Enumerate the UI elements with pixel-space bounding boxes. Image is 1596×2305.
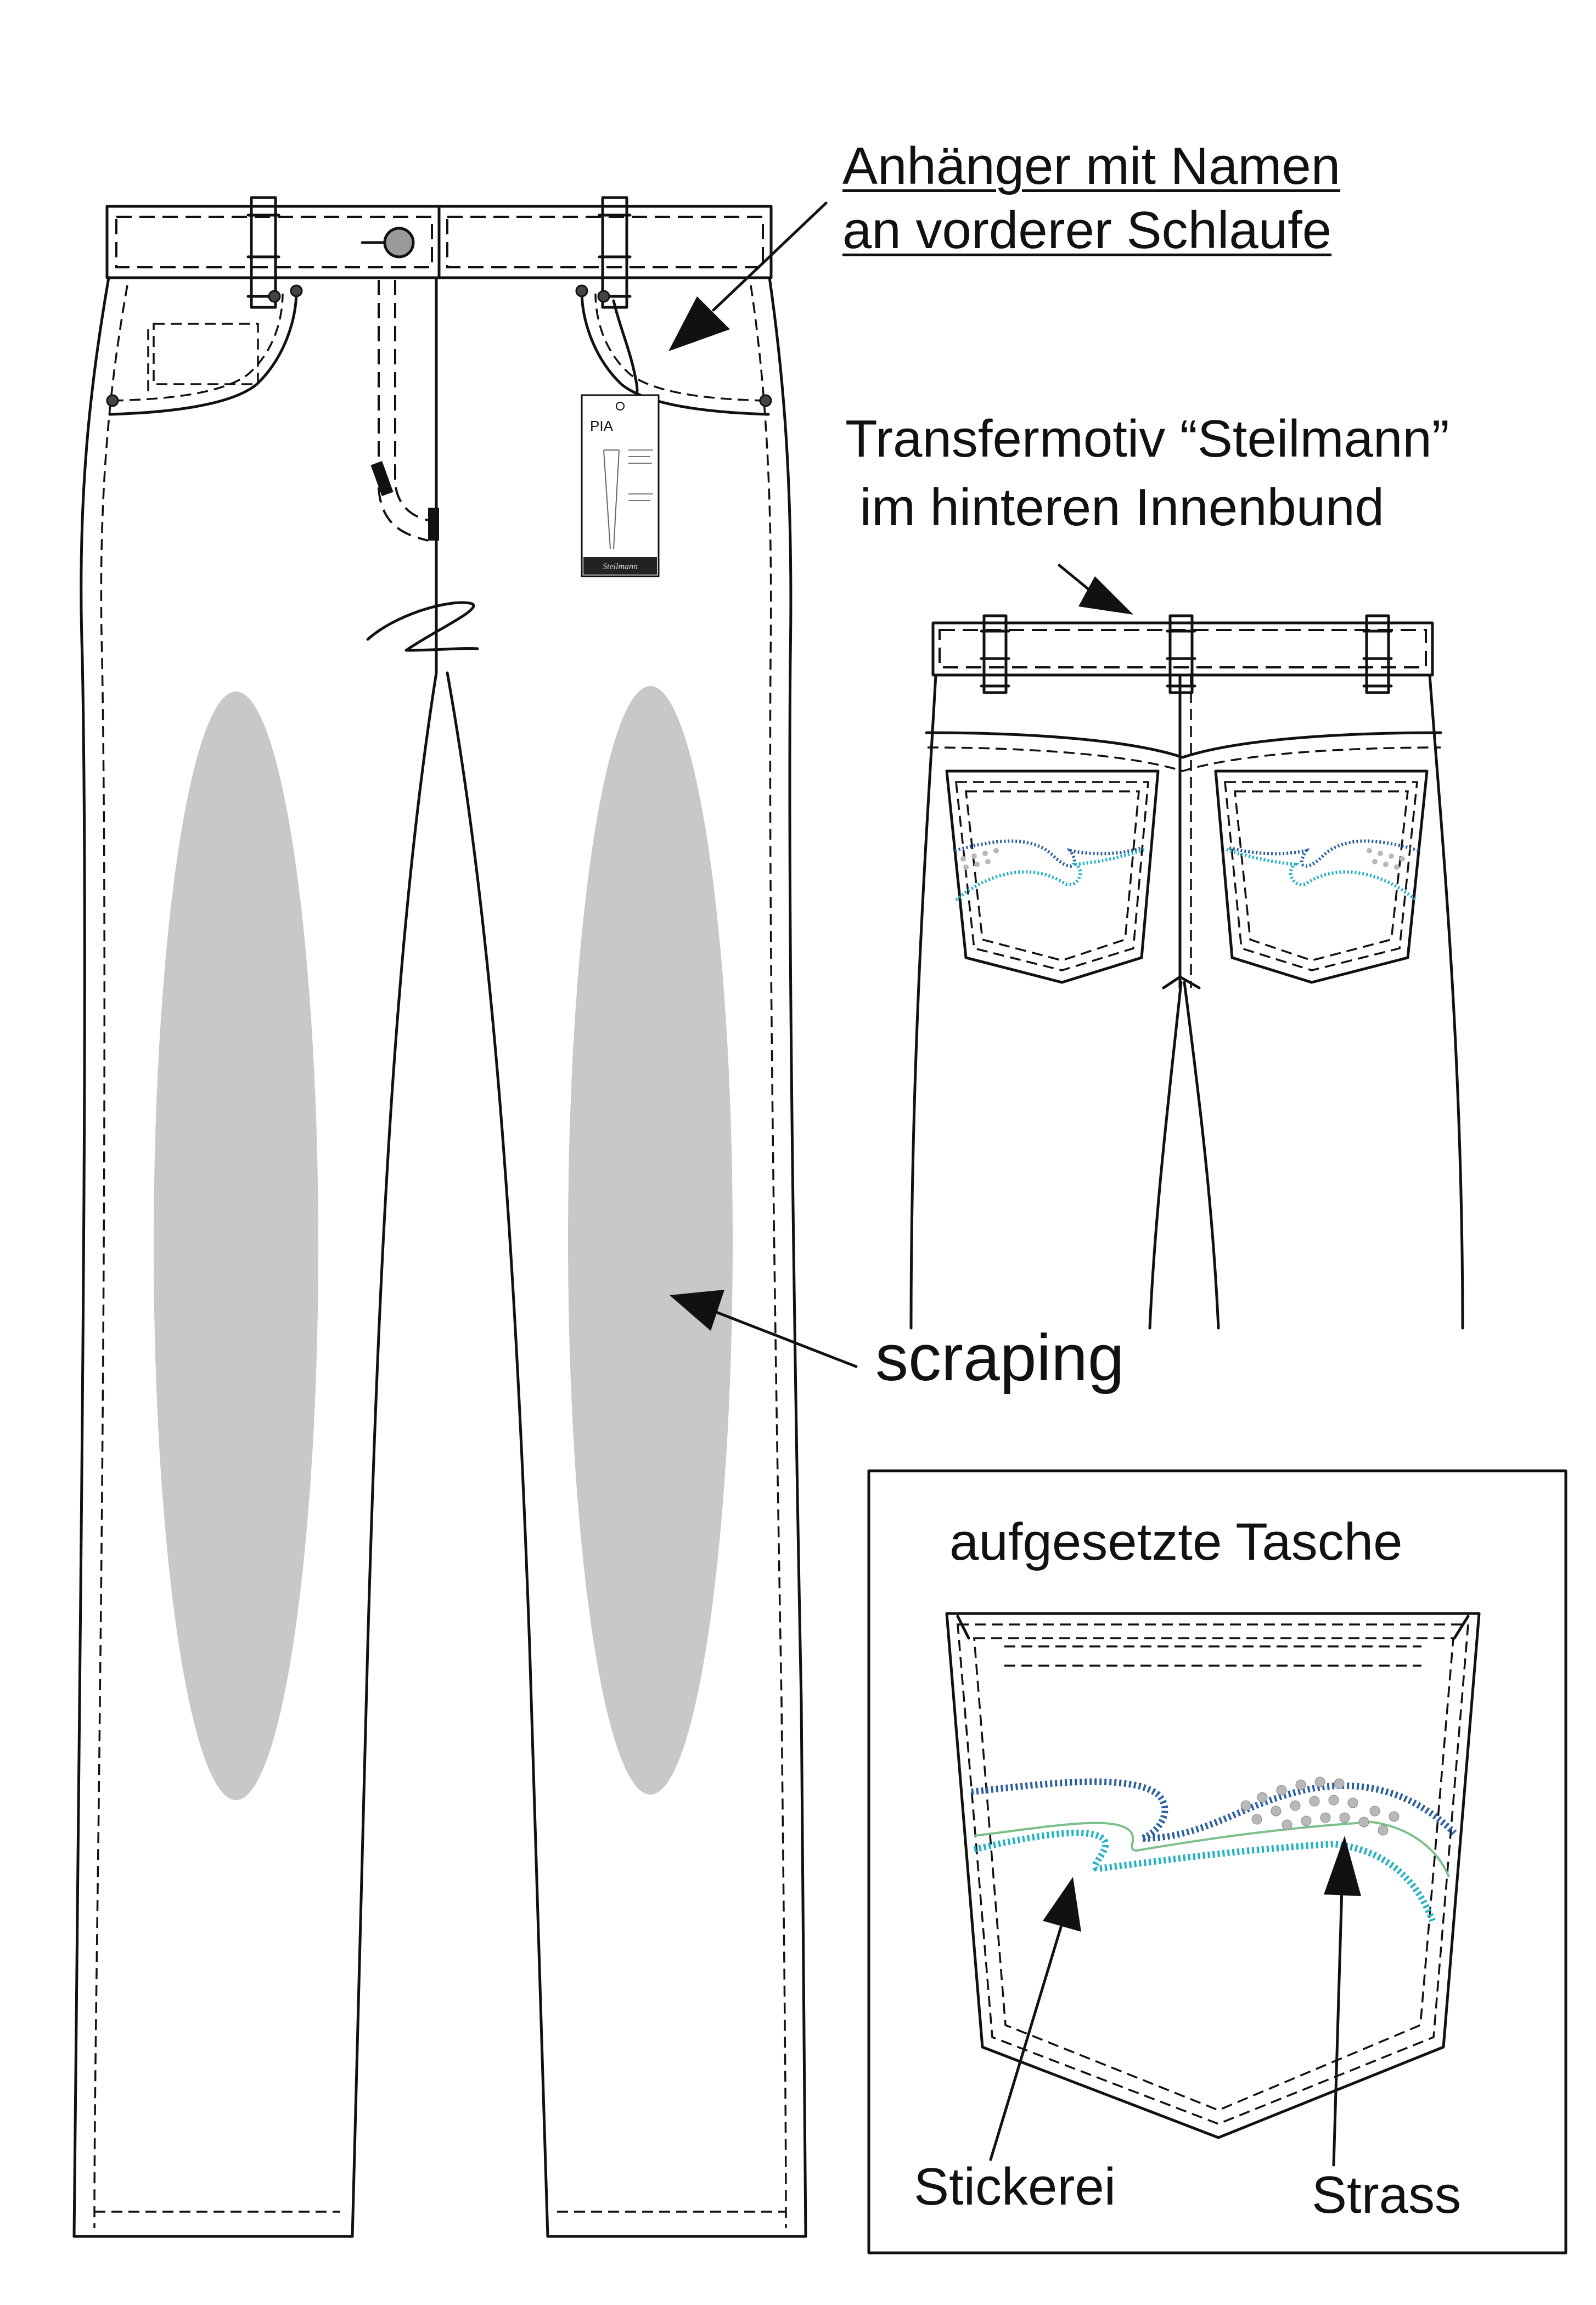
- arrow-scraping: [670, 1290, 858, 1368]
- front-fly: [378, 280, 429, 542]
- scraping-label: scraping: [875, 1321, 1125, 1395]
- back-waistband: [931, 621, 1434, 677]
- back-belt-loop-left: [980, 614, 1010, 694]
- front-right-inseam: [446, 671, 549, 2238]
- transfer-callout-line2: im hinteren Innenbund: [845, 478, 1385, 537]
- front-pocket-left: [108, 289, 298, 416]
- embroidery-label: Stickerei: [914, 2157, 1116, 2216]
- hang-tag-name: PIA: [590, 418, 614, 434]
- back-pocket-left: [945, 769, 1160, 984]
- break-symbol: [366, 601, 479, 652]
- inset-box: [867, 1469, 1567, 2255]
- hang-tag: PIA Steilmann: [581, 394, 660, 577]
- back-pocket-right: [1214, 769, 1429, 984]
- inset-frame: [867, 1469, 1567, 2255]
- tag-callout-line2: an vorderer Schlaufe: [842, 201, 1332, 260]
- front-left-inseam: [351, 671, 438, 2238]
- back-view: [909, 614, 1464, 1330]
- back-belt-loop-right: [1362, 614, 1393, 694]
- inset-title: aufgesetzte Tasche: [949, 1513, 1403, 1571]
- front-left-outseam: [72, 276, 110, 2238]
- front-right-outseam: [768, 276, 807, 2238]
- hang-tag-brand: Steilmann: [603, 562, 638, 571]
- front-pocket-right: [580, 289, 770, 416]
- inset-pocket: [945, 1612, 1481, 2139]
- arrow-transfer: [1058, 564, 1133, 615]
- embroidery-light: [973, 1829, 1436, 1922]
- scraping-area-right: [568, 686, 733, 1795]
- waistband-button: [383, 227, 415, 258]
- tag-callout-line1: Anhänger mit Namen: [842, 137, 1341, 195]
- front-belt-loop-left: [246, 196, 280, 309]
- transfer-callout-line1: Transfermotiv “Steilmann”: [845, 409, 1449, 468]
- back-yoke: [925, 731, 1442, 759]
- scraping-area-left: [154, 692, 318, 1800]
- arrow-tag: [668, 201, 828, 351]
- arrow-rhinestone: [1324, 1836, 1361, 2167]
- rhinestones: [1240, 1776, 1400, 1836]
- front-view: PIA Steilmann: [72, 196, 807, 2238]
- arrow-embroidery: [989, 1877, 1081, 2161]
- rhinestone-label: Strass: [1312, 2166, 1462, 2224]
